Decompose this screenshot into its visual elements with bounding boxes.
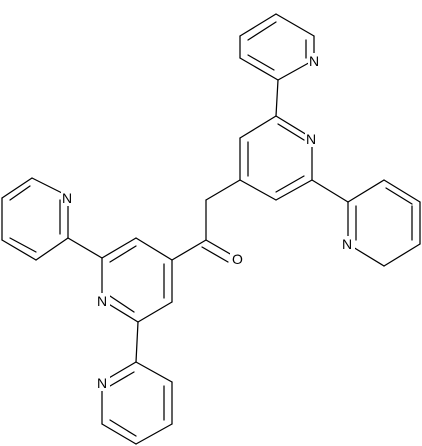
bond-carbonyl-double (201, 246, 229, 263)
svg-text:N: N (97, 293, 107, 309)
bond-co-ring (171, 239, 207, 261)
pyridine-ring-center-top (239, 115, 313, 201)
bond-link (67, 237, 103, 259)
pyridine-ring-top (239, 13, 315, 81)
atom-n1-label: N (308, 53, 322, 69)
bond-carbonyl (205, 239, 233, 256)
svg-text:N: N (309, 53, 319, 69)
svg-text:N: N (62, 190, 72, 206)
svg-text:N: N (342, 236, 352, 252)
atom-n3-label: N (341, 236, 355, 252)
atom-n2-label: N (305, 131, 319, 147)
bond-link (311, 179, 349, 203)
pyridine-ring-bottom (101, 361, 173, 445)
pyridine-ring-right (347, 179, 421, 267)
atom-n4-label: N (61, 190, 75, 206)
bond-link (135, 321, 139, 363)
pyridine-ring-left (1, 177, 69, 261)
pyridine-ring-center-bottom (101, 237, 173, 323)
svg-text:N: N (306, 131, 316, 147)
atom-n5-label: N (96, 293, 110, 309)
svg-text:O: O (232, 251, 243, 267)
atom-n6-label: N (96, 375, 110, 391)
atom-o1-label: O (230, 250, 246, 267)
bond-link (275, 79, 279, 117)
svg-text:N: N (97, 375, 107, 391)
bond-ch2 (205, 179, 241, 201)
